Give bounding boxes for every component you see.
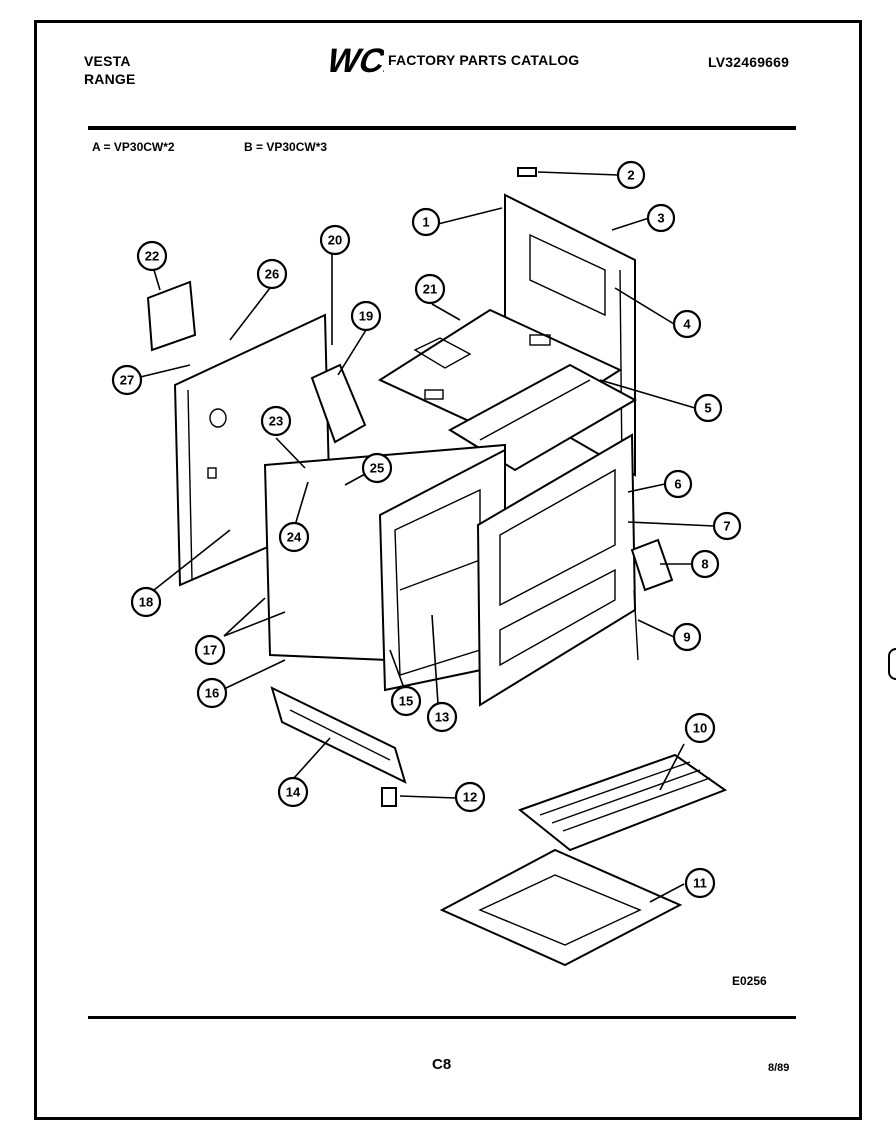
header-rule: [88, 126, 796, 130]
revision-date: 8/89: [768, 1062, 790, 1074]
exploded-parts-diagram: 1 2 3 4 5 6 7 8 9 10 11 12 13 14 15 16 1…: [111, 160, 742, 967]
product-type: RANGE: [84, 71, 136, 87]
door-hinge: [630, 538, 674, 592]
callout-27: 27: [111, 364, 143, 396]
broiler-pan: [439, 848, 683, 967]
leveling-leg: [381, 787, 397, 807]
callout-22-label: 22: [145, 249, 159, 264]
callout-18: 18: [130, 586, 162, 618]
callout-27-label: 27: [120, 373, 134, 388]
callout-23-label: 23: [269, 414, 283, 429]
callout-11-label: 11: [693, 876, 707, 891]
variant-a-label: A = VP30CW*2: [92, 140, 175, 154]
callout-11: 11: [684, 867, 716, 899]
callout-7: 7: [712, 511, 742, 541]
scroll-handle[interactable]: [888, 648, 896, 680]
callout-24: 24: [278, 521, 310, 553]
callout-1: 1: [411, 207, 441, 237]
brand-block: VESTA RANGE: [84, 52, 136, 88]
leader-lines: [127, 171, 715, 903]
callout-3-label: 3: [657, 211, 664, 226]
page-number: C8: [432, 1056, 452, 1073]
callout-12-label: 12: [463, 790, 477, 805]
callout-13-label: 13: [435, 710, 449, 725]
callout-23: 23: [260, 405, 292, 437]
callout-6: 6: [663, 469, 693, 499]
callout-26-label: 26: [265, 267, 279, 282]
wci-logo: WCI: [322, 42, 384, 76]
hinge-spring: [633, 589, 639, 661]
callout-26: 26: [256, 258, 288, 290]
footer-rule: [88, 1016, 796, 1019]
callout-2-label: 2: [627, 168, 634, 183]
knob-small: [517, 167, 537, 177]
callout-6-label: 6: [674, 477, 681, 492]
callout-14-label: 14: [286, 785, 301, 800]
callout-21: 21: [414, 273, 446, 305]
callout-1-label: 1: [422, 215, 429, 230]
callout-16-label: 16: [205, 686, 219, 701]
callout-24-label: 24: [287, 530, 302, 545]
callout-17-label: 17: [203, 643, 217, 658]
callout-25-label: 25: [370, 461, 384, 476]
callout-19-label: 19: [359, 309, 373, 324]
callout-10-label: 10: [693, 721, 707, 736]
control-bracket: [310, 363, 367, 444]
callout-8: 8: [690, 549, 720, 579]
broiler-drawer: [270, 686, 407, 784]
callout-8-label: 8: [701, 557, 708, 572]
callout-4: 4: [672, 309, 702, 339]
callout-20: 20: [319, 224, 351, 256]
catalog-title: FACTORY PARTS CATALOG: [388, 52, 580, 68]
callout-5-label: 5: [704, 401, 711, 416]
logo-text: WCI: [322, 42, 384, 76]
callout-7-label: 7: [723, 519, 730, 534]
callout-15: 15: [390, 685, 422, 717]
variant-b-label: B = VP30CW*3: [244, 140, 328, 154]
callout-3: 3: [646, 203, 676, 233]
callout-10: 10: [684, 712, 716, 744]
callout-5: 5: [693, 393, 723, 423]
callout-14: 14: [277, 776, 309, 808]
callout-17: 17: [194, 634, 226, 666]
callout-15-label: 15: [399, 694, 413, 709]
callout-4-label: 4: [683, 317, 691, 332]
callout-16: 16: [196, 677, 228, 709]
oven-rack: [517, 753, 728, 852]
callout-13: 13: [426, 701, 458, 733]
callout-12: 12: [454, 781, 486, 813]
callout-2: 2: [616, 160, 646, 190]
callout-19: 19: [350, 300, 382, 332]
oven-cavity: [263, 443, 506, 692]
oven-vent: [146, 280, 197, 352]
callout-21-label: 21: [423, 282, 437, 297]
figure-code: E0256: [732, 974, 767, 988]
callout-9: 9: [672, 622, 702, 652]
callout-25: 25: [361, 452, 393, 484]
callout-18-label: 18: [139, 595, 153, 610]
callout-9-label: 9: [683, 630, 690, 645]
callout-22: 22: [136, 240, 168, 272]
model-number: LV32469669: [708, 54, 790, 70]
callout-20-label: 20: [328, 233, 342, 248]
brand-name: VESTA: [84, 53, 131, 69]
